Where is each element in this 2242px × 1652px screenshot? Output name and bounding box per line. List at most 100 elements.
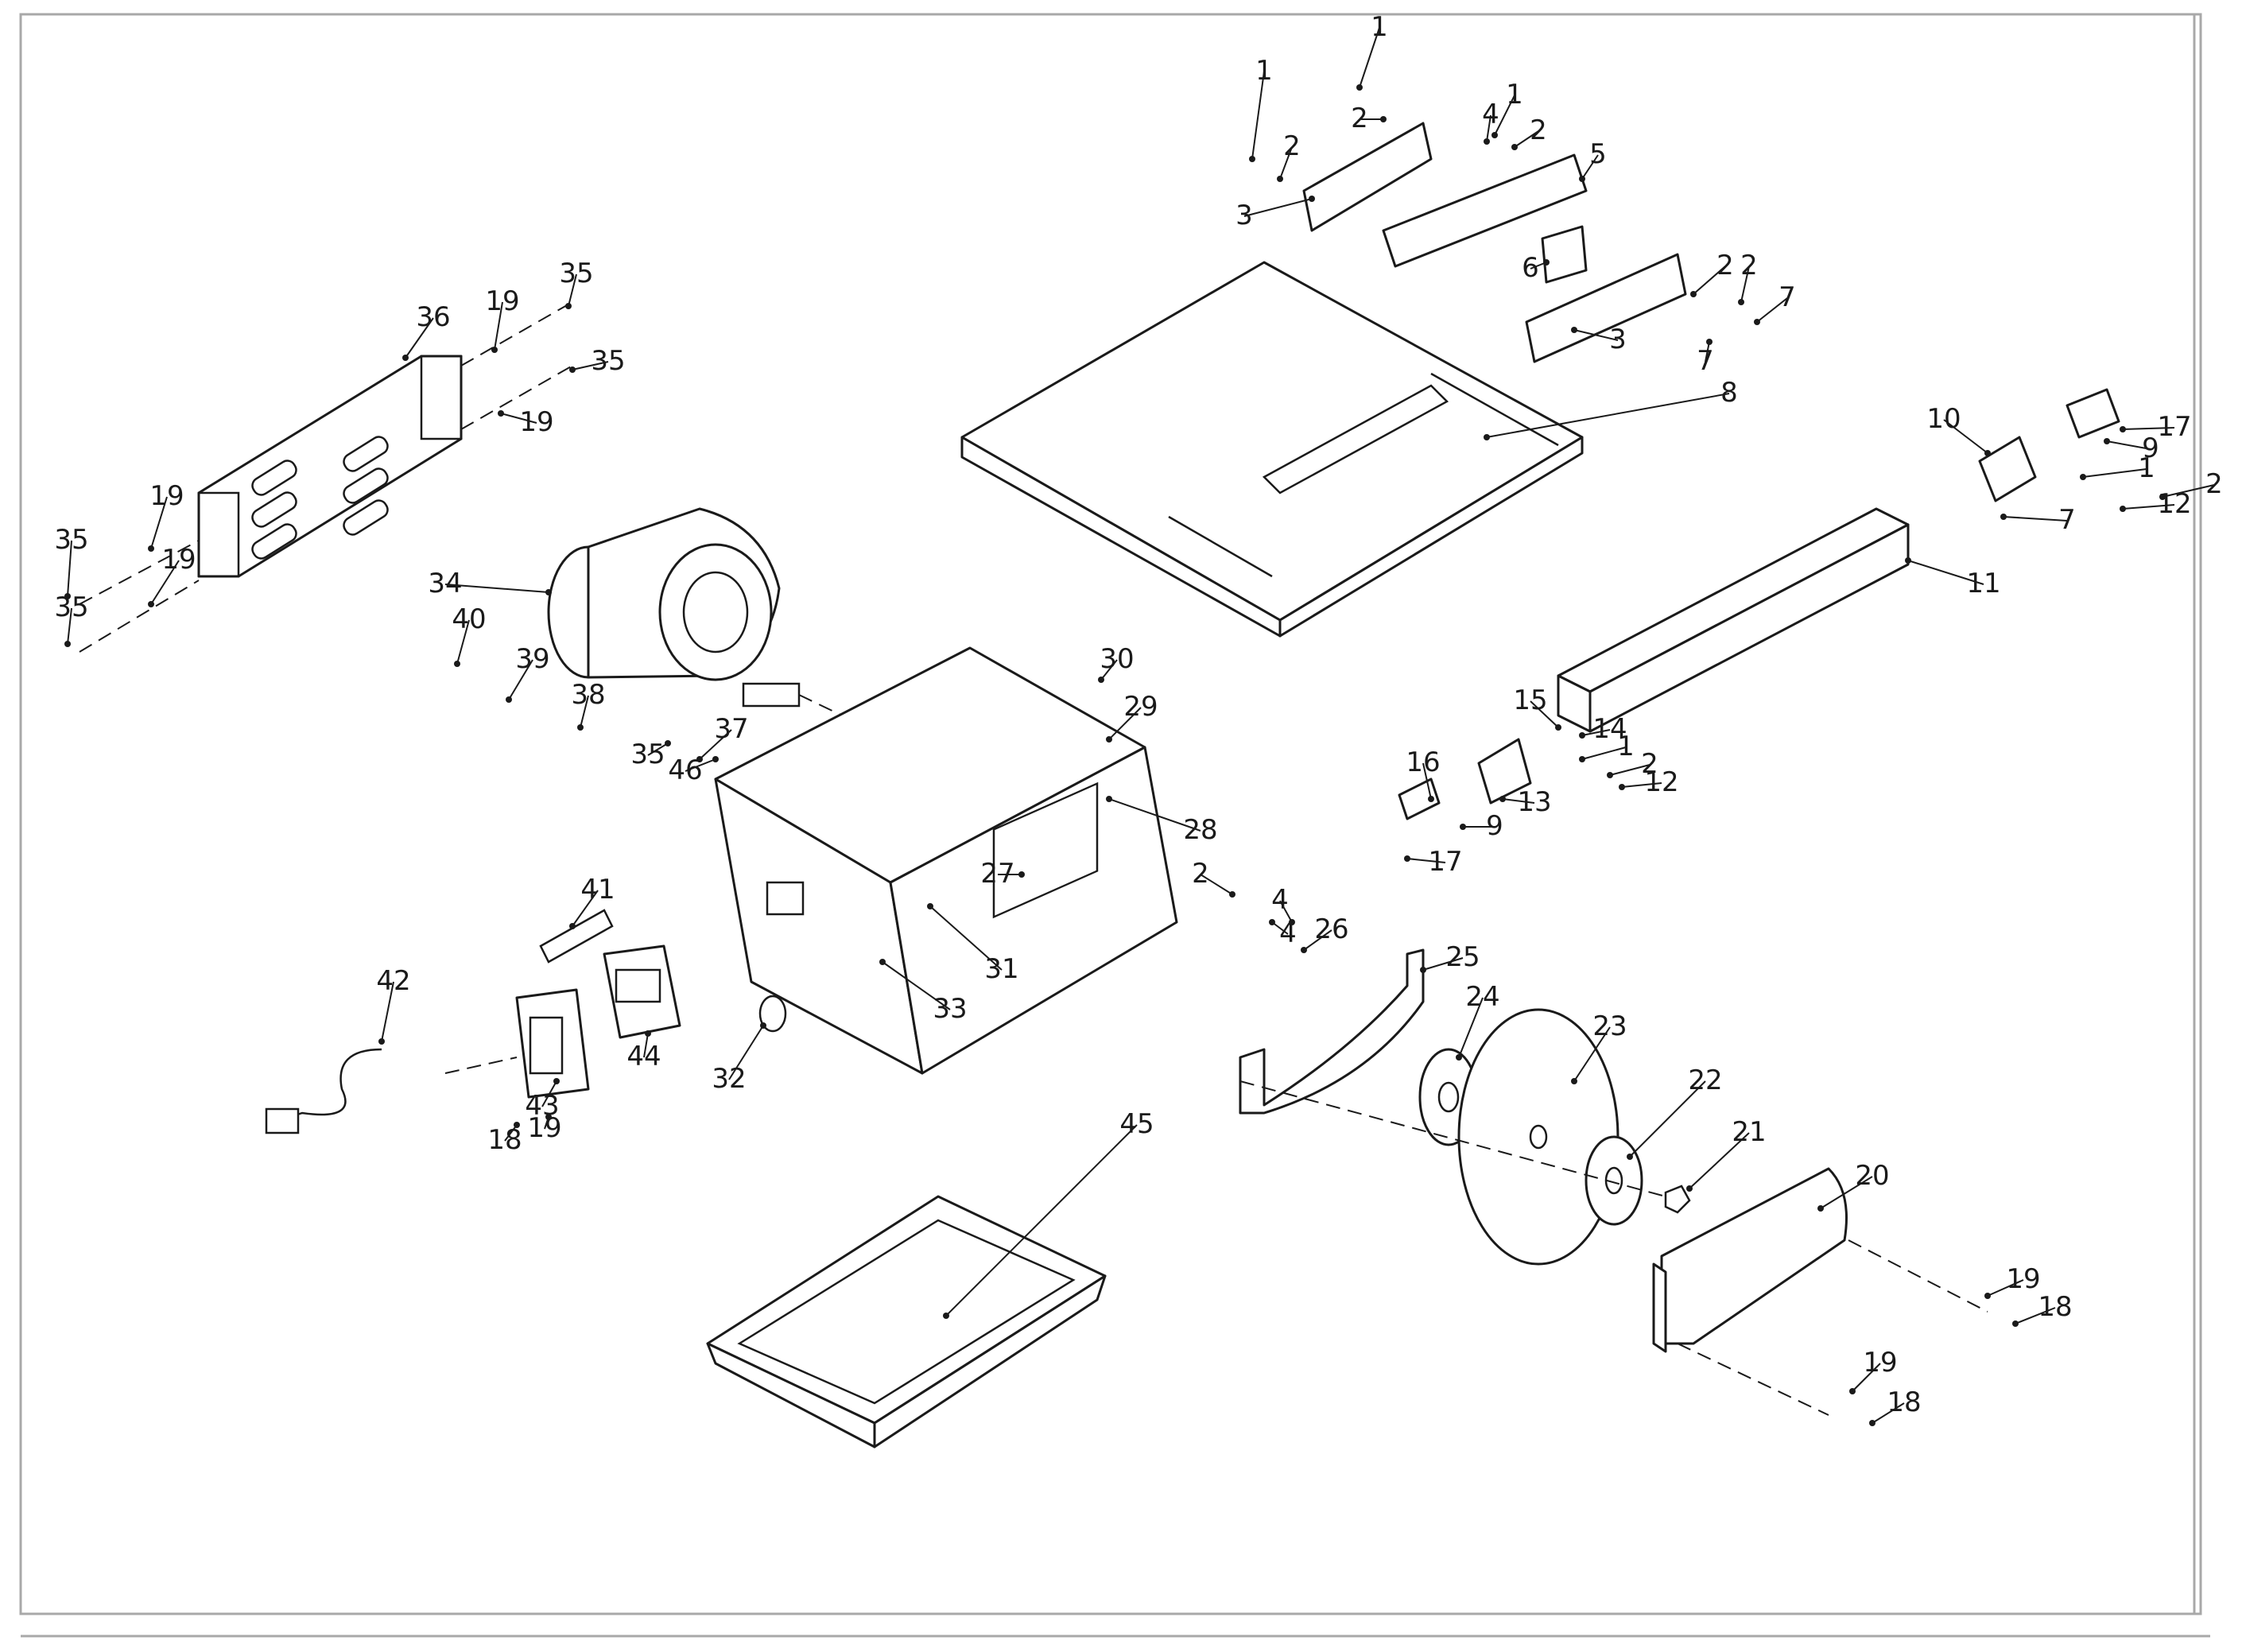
callout-bushing: 31 [927, 903, 1019, 985]
callout-number: 37 [714, 713, 748, 745]
power-cord [265, 1048, 382, 1134]
callout-target-dot [712, 756, 719, 762]
callout-clamp-plate: 16 [1406, 747, 1441, 802]
callout-number: 38 [571, 679, 605, 711]
callout-washer: 46 [668, 754, 719, 786]
callout-number: 19 [1863, 1347, 1897, 1379]
callout-target-dot [1484, 434, 1490, 440]
callout-leader [1514, 130, 1539, 148]
callout-target-dot [1106, 736, 1112, 743]
callout-leader [1494, 95, 1515, 136]
callout-leader [541, 1080, 557, 1107]
callout-leader [1502, 798, 1535, 804]
motor [547, 507, 859, 724]
callout-leader [1573, 1026, 1611, 1082]
callout-side-bracket: 3 [1571, 324, 1627, 355]
callout-number: 26 [1314, 913, 1348, 945]
callout-lock-washer: 4 [1271, 884, 1295, 925]
callout-number: 16 [1406, 747, 1440, 778]
callout-leader [1303, 929, 1332, 951]
callout-leader [1108, 798, 1201, 832]
callout-number: 36 [416, 301, 450, 333]
callout-number: 7 [1778, 281, 1796, 313]
callout-washer: 19 [148, 544, 196, 607]
callout-nut: 1 [2080, 452, 2155, 484]
callout-number: 9 [2142, 432, 2159, 464]
callout-screw: 12 [2120, 488, 2192, 520]
callout-inner-flange: 24 [1456, 981, 1500, 1061]
callout-lock-washer: 4 [1482, 99, 1499, 145]
callout-target-dot [1098, 677, 1104, 683]
callout-leader [2122, 427, 2175, 430]
callout-screw: 35 [559, 258, 594, 309]
callout-washer: 2 [1690, 250, 1734, 297]
callout-leader [1486, 393, 1730, 438]
callout-number: 14 [1592, 713, 1627, 745]
callout-target-dot [506, 696, 512, 703]
callout-inner-guard: 25 [1420, 941, 1480, 973]
callout-target-dot [1627, 1154, 1633, 1160]
callout-target-dot [1249, 156, 1255, 162]
callout-number: 13 [1517, 786, 1551, 818]
callout-leader [1530, 700, 1559, 728]
callout-motor-plate: 27 [980, 858, 1025, 890]
callout-target-dot [2012, 1320, 2019, 1327]
callout-number: 2 [1530, 114, 1547, 146]
callout-number: 35 [591, 345, 625, 377]
callout-leader [568, 273, 577, 307]
callout-leader [2003, 516, 2068, 522]
callout-number: 46 [668, 754, 702, 786]
callout-leader [67, 607, 72, 645]
callout-number: 4 [1482, 99, 1499, 130]
callout-washer: 19 [1984, 1263, 2041, 1299]
blade-assembly [1239, 1008, 1691, 1266]
callout-target-dot [64, 641, 71, 647]
callout-bracket: 28 [1106, 796, 1218, 846]
callout-switch: 43 [525, 1078, 560, 1122]
callout-number: 31 [984, 953, 1018, 985]
callout-knob: 17 [2120, 411, 2192, 443]
callout-leader [1200, 874, 1233, 895]
callout-leader [1943, 419, 1988, 454]
callout-target-dot [454, 661, 460, 667]
callout-target-dot [2120, 506, 2126, 512]
callout-number: 1 [1506, 79, 1523, 111]
callout-leader [150, 560, 180, 605]
callout-leader [643, 1033, 649, 1058]
callout-number: 21 [1732, 1116, 1766, 1148]
callout-target-dot [1706, 339, 1713, 345]
callout-leader [500, 413, 537, 424]
callout-washer: 2 [2159, 468, 2223, 500]
callout-leader [1100, 659, 1118, 681]
callout-leader [2122, 504, 2175, 510]
callout-number: 25 [1445, 941, 1480, 973]
callout-washer: 2 [1607, 748, 1658, 780]
callout-washer: 37 [696, 713, 749, 762]
callout-leader [504, 1124, 518, 1142]
callout-target-dot [498, 410, 504, 417]
callout-leader [1581, 154, 1599, 180]
callout-leader [728, 1025, 764, 1080]
callout-number: 30 [1100, 643, 1134, 675]
callout-leader [1907, 560, 1984, 585]
callout-bolt: 7 [2000, 504, 2076, 536]
callout-number: 10 [1926, 403, 1961, 435]
callout-target-dot [148, 545, 154, 552]
callout-number: 18 [487, 1124, 522, 1156]
callout-target-dot [545, 589, 552, 595]
callout-number: 6 [1522, 252, 1539, 284]
callout-target-dot [1738, 299, 1744, 305]
callout-number: 39 [515, 643, 549, 675]
callout-number: 7 [1697, 345, 1714, 377]
callout-target-dot [553, 1078, 560, 1084]
callout-target-dot [1571, 1078, 1577, 1084]
vent-panel [79, 301, 573, 653]
water-tray [706, 1195, 1107, 1448]
callout-number: 5 [1589, 138, 1607, 170]
callout-target-dot [1428, 796, 1434, 802]
callout-leader [699, 729, 732, 760]
callout-arbor-nut: 21 [1686, 1116, 1767, 1192]
callout-target-dot [2159, 494, 2166, 500]
callout-number: 9 [1486, 810, 1503, 842]
